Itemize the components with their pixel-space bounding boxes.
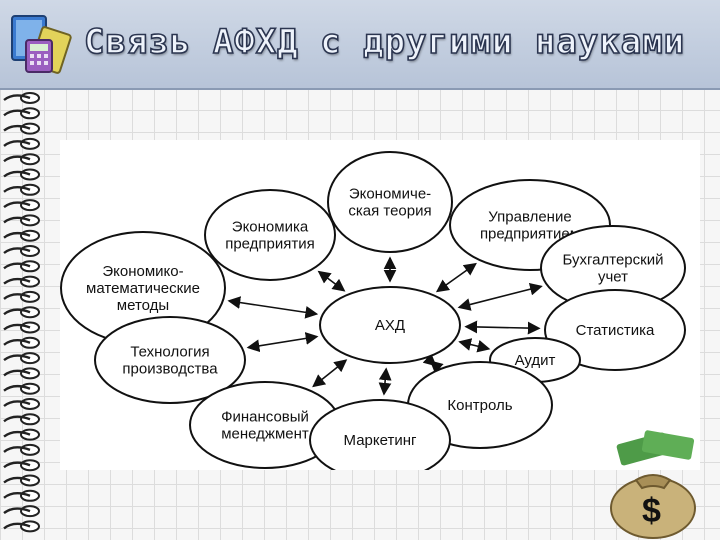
bubble-audit-label: Аудит: [515, 352, 556, 369]
bubble-accounting-label: Бухгалтерский: [563, 252, 664, 269]
slide-header: Связь АФХД с другими науками: [0, 0, 720, 90]
bubble-production-technology-shape: [94, 316, 246, 404]
bubble-control-label: Контроль: [447, 397, 512, 414]
bubble-financial-management-label: менеджмент: [221, 426, 309, 443]
bubble-accounting-label: учет: [598, 269, 628, 286]
bubble-financial-management-label: Финансовый: [221, 409, 309, 426]
bubble-enterprise-economics-shape: [204, 189, 336, 281]
bubble-marketing-shape: [309, 399, 451, 470]
bubble-enterprise-management-label: предприятием: [480, 226, 580, 243]
connector-arrow-marketing: [378, 367, 392, 396]
bubble-math-methods-label: Экономико-: [102, 263, 183, 280]
bubble-production-technology-label: производства: [122, 361, 218, 378]
connector-arrows: [227, 256, 543, 396]
spiral-binding: [3, 92, 40, 533]
bubble-enterprise-economics-label: Экономика: [232, 219, 309, 236]
bubble-production-technology-label: Технология: [130, 344, 209, 361]
bubble-center-shape: [319, 286, 461, 364]
bubble-economic-theory-label: Экономиче-: [349, 186, 431, 203]
bubble-center: АХД: [319, 286, 461, 364]
page-title: Связь АФХД с другими науками: [83, 21, 686, 63]
connector-arrow-enterprise-economics: [317, 270, 346, 292]
bubble-economic-theory-label: ская теория: [348, 203, 431, 220]
connector-arrow-audit: [458, 338, 491, 353]
bubble-math-methods-label: математические: [86, 280, 200, 297]
connector-arrow-financial-management: [312, 359, 348, 388]
book-calculator-icon: [11, 15, 72, 74]
bubble-enterprise-management-label: Управление: [488, 209, 571, 226]
bubble-economic-theory: Экономиче-ская теория: [327, 151, 453, 253]
bubble-math-methods-label: методы: [117, 297, 169, 314]
bubble-statistics-shape: [544, 289, 686, 371]
bubble-marketing: Маркетинг: [309, 399, 451, 470]
connector-arrow-enterprise-management: [435, 262, 477, 293]
bubble-statistics-label: Статистика: [576, 322, 655, 339]
bubble-statistics: Статистика: [544, 289, 686, 371]
bubble-enterprise-economics-label: предприятия: [225, 236, 315, 253]
svg-text:$: $: [642, 492, 661, 530]
connector-arrow-production-technology: [246, 332, 319, 353]
money-bag-icon: $: [610, 430, 696, 539]
bubble-economic-theory-shape: [327, 151, 453, 253]
connector-arrow-accounting: [457, 282, 543, 311]
relationship-diagram: Экономиче-ская теорияЭкономикапредприяти…: [60, 140, 700, 470]
bubble-marketing-label: Маркетинг: [344, 432, 417, 449]
connector-arrow-math-methods: [227, 296, 319, 319]
connector-arrow-statistics: [464, 320, 541, 335]
bubble-center-label: АХД: [375, 317, 405, 334]
connector-arrow-control: [422, 353, 444, 374]
